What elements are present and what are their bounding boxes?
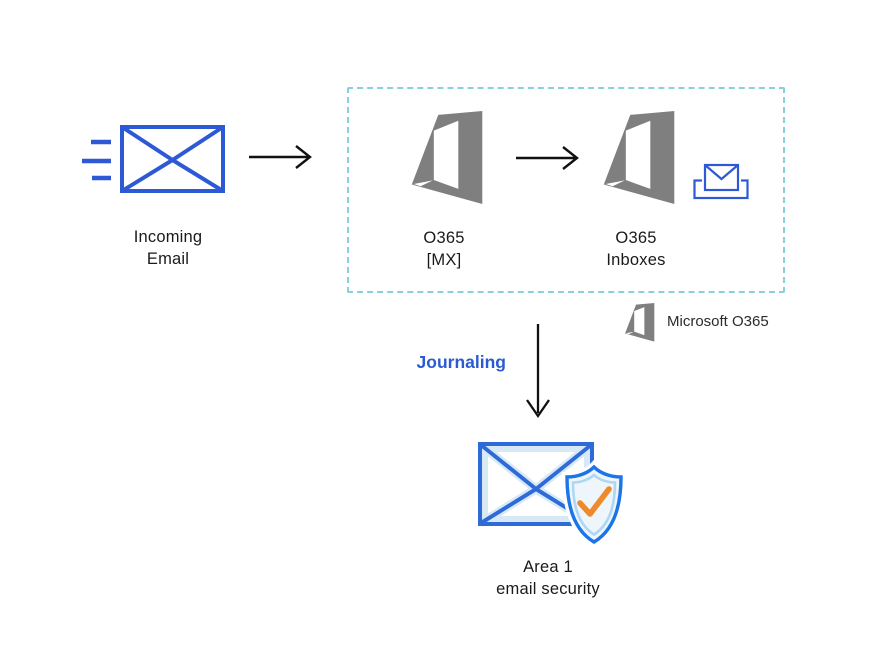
incoming-email-icon [82,125,225,193]
office-logo-icon [625,303,655,342]
speed-lines-icon [82,139,111,181]
shield-icon [561,459,625,547]
o365-mx-label-line2: [MX] [426,251,462,269]
o365-inboxes-label-line2: Inboxes [606,251,666,269]
envelope-flap-lines [120,125,225,193]
email-security-icon [478,441,625,547]
inbox-icon [693,163,749,200]
area1-label: Area 1 email security [467,556,629,600]
office-logo-icon [603,111,675,205]
o365-mx-label: O365 [MX] [384,227,504,271]
arrow-down-icon [526,324,550,419]
o365-inboxes-label: O365 Inboxes [576,227,696,271]
area1-label-line1: Area 1 [523,558,573,576]
incoming-email-label: Incoming Email [108,226,228,270]
legend-label: Microsoft O365 [667,313,769,330]
arrow-right-icon [516,146,579,170]
journaling-label: Journaling [416,352,506,372]
o365-inboxes-label-line1: O365 [615,229,657,247]
o365-boundary-box [347,87,785,293]
office-logo-icon [411,111,483,205]
incoming-email-label-line1: Incoming [133,228,203,246]
checkmark-icon [577,486,612,517]
o365-mx-label-line1: O365 [423,229,465,247]
area1-label-line2: email security [496,580,600,598]
incoming-email-label-line2: Email [146,250,190,268]
arrow-right-icon [249,145,312,169]
